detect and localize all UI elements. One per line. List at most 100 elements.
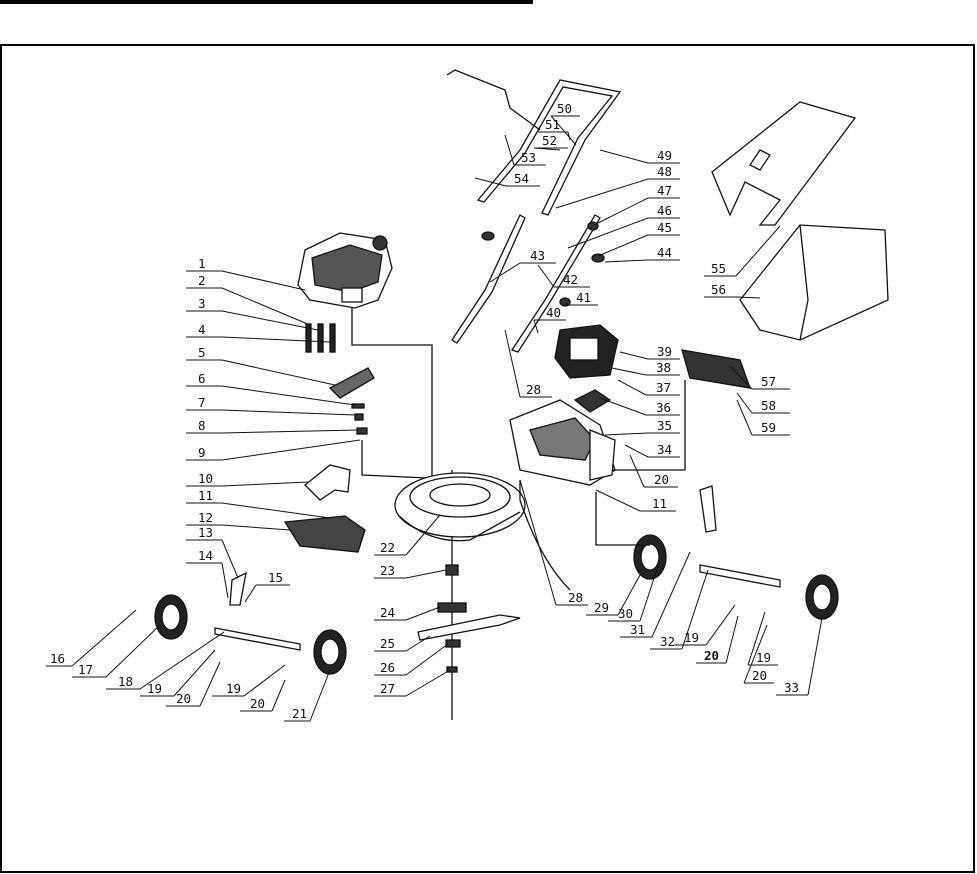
part-number-label: 15 bbox=[268, 570, 283, 585]
callout-leader bbox=[743, 624, 768, 684]
callout-leader bbox=[567, 131, 571, 141]
callout-leader bbox=[599, 397, 647, 416]
part-number-label: 19 bbox=[684, 630, 699, 645]
rear-axle-part bbox=[214, 571, 301, 651]
callout-leader bbox=[221, 310, 319, 331]
assembly-line bbox=[519, 480, 571, 591]
callout-leader bbox=[221, 502, 331, 519]
callout-leader bbox=[735, 296, 761, 299]
part-number-label: 19 bbox=[226, 681, 241, 696]
assembly-line bbox=[595, 492, 650, 546]
part-number-label: 31 bbox=[630, 622, 645, 637]
callout-leader bbox=[199, 661, 221, 707]
callout-leader bbox=[729, 365, 753, 390]
callout-leader bbox=[221, 270, 306, 291]
callout-leader bbox=[405, 643, 449, 676]
part-number-label: 29 bbox=[594, 600, 609, 615]
part-number-label: 37 bbox=[656, 380, 671, 395]
callout-leader bbox=[593, 197, 649, 226]
part-number-label: 50 bbox=[557, 101, 572, 116]
assembly-line bbox=[351, 320, 433, 480]
grille-part bbox=[681, 349, 751, 389]
part-number-label: 26 bbox=[380, 660, 395, 675]
control-box-part bbox=[554, 324, 619, 379]
callout-leader bbox=[597, 234, 649, 257]
callout-leader bbox=[221, 429, 359, 434]
callout-leader bbox=[604, 259, 649, 263]
callout-leader bbox=[271, 679, 286, 712]
callout-leader bbox=[173, 649, 216, 697]
callout-leader bbox=[736, 392, 753, 414]
wheel-left-rear bbox=[313, 629, 347, 675]
part-number-label: 28 bbox=[568, 590, 583, 605]
callout-leader bbox=[619, 351, 649, 360]
part-number-label: 39 bbox=[657, 344, 672, 359]
callout-leader bbox=[221, 359, 336, 386]
callout-leader bbox=[474, 177, 507, 187]
callout-leader bbox=[221, 385, 356, 406]
part-number-label: 28 bbox=[526, 382, 541, 397]
callout-leader bbox=[244, 584, 257, 603]
part-number-label: 13 bbox=[198, 525, 213, 540]
part-number-label: 48 bbox=[657, 164, 672, 179]
part-number-label: 17 bbox=[78, 662, 93, 677]
callout-leader bbox=[309, 669, 331, 722]
part-number-label: 18 bbox=[118, 674, 133, 689]
part-number-label: 45 bbox=[657, 220, 672, 235]
switch-part bbox=[573, 389, 612, 413]
grass-bag-part bbox=[739, 224, 889, 341]
callout-leader bbox=[71, 609, 137, 667]
callout-leader bbox=[550, 115, 577, 146]
part-number-label: 20 bbox=[250, 696, 265, 711]
callout-leader bbox=[489, 262, 521, 283]
mower-deck-part bbox=[394, 472, 526, 542]
blade-assembly bbox=[417, 564, 521, 673]
callout-leader bbox=[221, 336, 331, 343]
part-number-label: 56 bbox=[711, 282, 726, 297]
handle-knobs bbox=[481, 221, 605, 307]
part-number-label: 5 bbox=[198, 345, 206, 360]
part-number-label: 21 bbox=[292, 706, 307, 721]
callout-leader bbox=[611, 367, 647, 376]
part-number-label: 23 bbox=[380, 563, 395, 578]
part-number-label: 57 bbox=[761, 374, 776, 389]
callout-leader bbox=[533, 147, 561, 151]
part-number-label: 14 bbox=[198, 548, 213, 563]
callout-leader bbox=[735, 225, 781, 277]
part-number-label: 16 bbox=[50, 651, 65, 666]
height-lever-part bbox=[699, 485, 717, 533]
part-number-label: 46 bbox=[657, 203, 672, 218]
callout-leader bbox=[504, 134, 515, 166]
wheel-left-front bbox=[154, 594, 188, 640]
part-number-label: 53 bbox=[521, 150, 536, 165]
callout-leader bbox=[705, 604, 736, 646]
part-number-label: 30 bbox=[618, 606, 633, 621]
callout-leader bbox=[617, 574, 641, 616]
callout-leader bbox=[533, 319, 539, 334]
part-number-label: 43 bbox=[530, 248, 545, 263]
part-number-label: 34 bbox=[657, 442, 672, 457]
lower-handle-part bbox=[451, 214, 601, 353]
part-number-label: 11 bbox=[652, 496, 667, 511]
callout-leader bbox=[599, 149, 649, 164]
part-number-label: 27 bbox=[380, 681, 395, 696]
part-number-label: 4 bbox=[198, 322, 206, 337]
part-number-label: 22 bbox=[380, 540, 395, 555]
small-fittings bbox=[351, 403, 368, 435]
callout-leader bbox=[617, 379, 647, 396]
part-number-label: 6 bbox=[198, 371, 206, 386]
part-number-label: 20 bbox=[704, 648, 719, 663]
callout-leader bbox=[221, 539, 239, 579]
part-number-label: 1 bbox=[198, 256, 206, 271]
callout-leader bbox=[405, 606, 441, 621]
callout-leader bbox=[221, 287, 311, 326]
part-number-label: 32 bbox=[660, 634, 675, 649]
callout-leader bbox=[105, 624, 161, 678]
wheel-right-front bbox=[633, 534, 667, 580]
callout-leader bbox=[725, 615, 739, 664]
part-number-label: 47 bbox=[657, 183, 672, 198]
part-number-label: 49 bbox=[657, 148, 672, 163]
callout-leader bbox=[139, 631, 225, 690]
part-number-label: 10 bbox=[198, 471, 213, 486]
part-number-label: 41 bbox=[576, 290, 591, 305]
